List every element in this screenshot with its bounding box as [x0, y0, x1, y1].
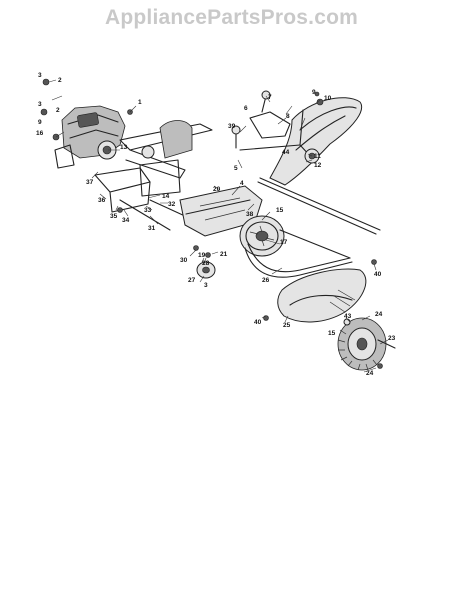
callout-10: 10	[324, 95, 332, 102]
callout-24: 23	[388, 335, 396, 342]
callout-31: 31	[148, 225, 156, 232]
callout-17: 16	[36, 130, 44, 137]
callout-5: 5	[234, 165, 238, 172]
callout-38: 38	[246, 211, 254, 218]
callout-40: 40	[254, 319, 262, 326]
callout-29: 28	[202, 260, 210, 267]
callout-27: 26	[262, 277, 270, 284]
callout-15: 15	[328, 330, 336, 337]
callout-23: 24	[375, 311, 383, 318]
callout-3: 3	[38, 72, 42, 79]
callout-labels: 3 2 3 2 9 16 1 13 37 36 35 34 33 32 14 3…	[36, 72, 396, 377]
callout-35: 35	[110, 213, 118, 220]
drive-belt	[244, 229, 353, 278]
callout-11: 11	[314, 153, 321, 160]
callout-39: 39	[228, 123, 236, 130]
lower-shroud	[277, 268, 367, 323]
callout-37: 37	[86, 179, 94, 186]
callout-22: 21	[220, 251, 228, 258]
callout-3: 3	[38, 101, 42, 108]
callout-34: 34	[122, 217, 130, 224]
leader-lines	[48, 79, 389, 373]
callout-2: 2	[56, 107, 60, 114]
callout-9: 9	[38, 119, 42, 126]
callout-7: 7	[268, 94, 272, 101]
callout-2: 2	[58, 77, 62, 84]
callout-25: 24	[366, 370, 374, 377]
watermark: AppliancePartsPros.com	[105, 6, 358, 29]
callout-19: 17	[280, 239, 288, 246]
control-linkage	[231, 90, 320, 164]
callout-40: 40	[374, 271, 382, 278]
callout-28: 27	[188, 277, 196, 284]
callout-12: 12	[314, 162, 322, 169]
callout-1: 1	[138, 99, 142, 106]
engine-assembly	[54, 105, 126, 169]
callout-36: 36	[98, 197, 106, 204]
callout-8: 8	[286, 113, 290, 120]
callout-4: 4	[240, 180, 244, 187]
callout-30: 30	[180, 257, 188, 264]
callout-14: 14	[162, 193, 170, 200]
rear-shroud	[269, 97, 362, 186]
wheel-assembly	[337, 317, 396, 371]
callout-21: 20	[213, 186, 221, 193]
callout-33: 33	[144, 207, 152, 214]
callout-3: 3	[204, 282, 208, 289]
mounting-bracket	[94, 167, 199, 231]
callout-43: 44	[282, 149, 290, 156]
callout-9: 9	[312, 89, 316, 96]
callout-44: 43	[344, 313, 352, 320]
long-rod	[257, 177, 381, 235]
callout-26: 25	[283, 322, 291, 329]
idler-pulley	[196, 261, 216, 279]
callout-6: 6	[244, 105, 248, 112]
callout-16: 15	[276, 207, 284, 214]
callout-13: 13	[120, 144, 128, 151]
drive-pulley	[239, 215, 285, 257]
upper-handle-frame	[119, 120, 213, 197]
callout-32: 32	[168, 201, 176, 208]
callout-20: 19	[198, 252, 206, 259]
